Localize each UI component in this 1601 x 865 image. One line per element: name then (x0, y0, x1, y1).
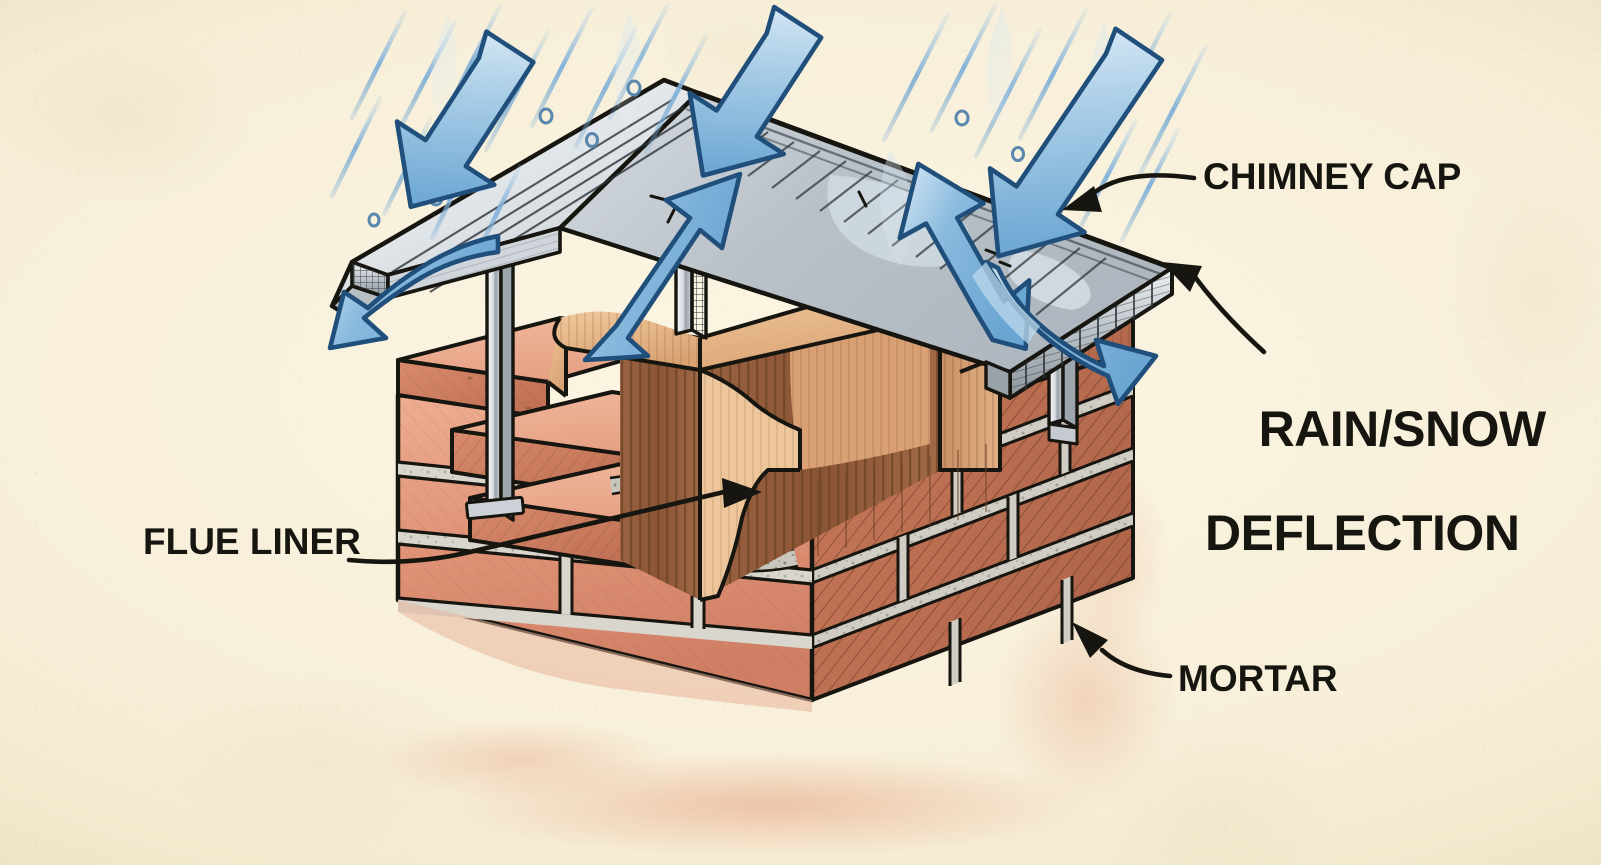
arrow-incoming-right (987, 26, 1165, 259)
arrow-deflected-up-right (582, 171, 743, 363)
label-chimney-cap: CHIMNEY CAP (1203, 156, 1462, 197)
label-rain-snow-line1: RAIN/SNOW (1258, 401, 1547, 457)
arrow-deflected-down-left (327, 233, 501, 351)
label-rain-snow-line2: DEFLECTION (1205, 505, 1520, 561)
callout-leaders (346, 173, 1267, 679)
leader-rain-snow (1187, 267, 1267, 355)
arrow-incoming-left (394, 29, 536, 210)
leader-flue-liner (346, 489, 727, 565)
weather-arrows (327, 4, 1165, 407)
label-mortar: MORTAR (1178, 658, 1338, 699)
label-rain-snow-deflection: RAIN/SNOW DEFLECTION (1205, 351, 1546, 663)
leader-mortar (1099, 647, 1173, 679)
arrow-incoming-center (687, 4, 824, 178)
leader-chimney-cap (1087, 173, 1197, 199)
label-flue-liner: FLUE LINER (143, 521, 361, 562)
